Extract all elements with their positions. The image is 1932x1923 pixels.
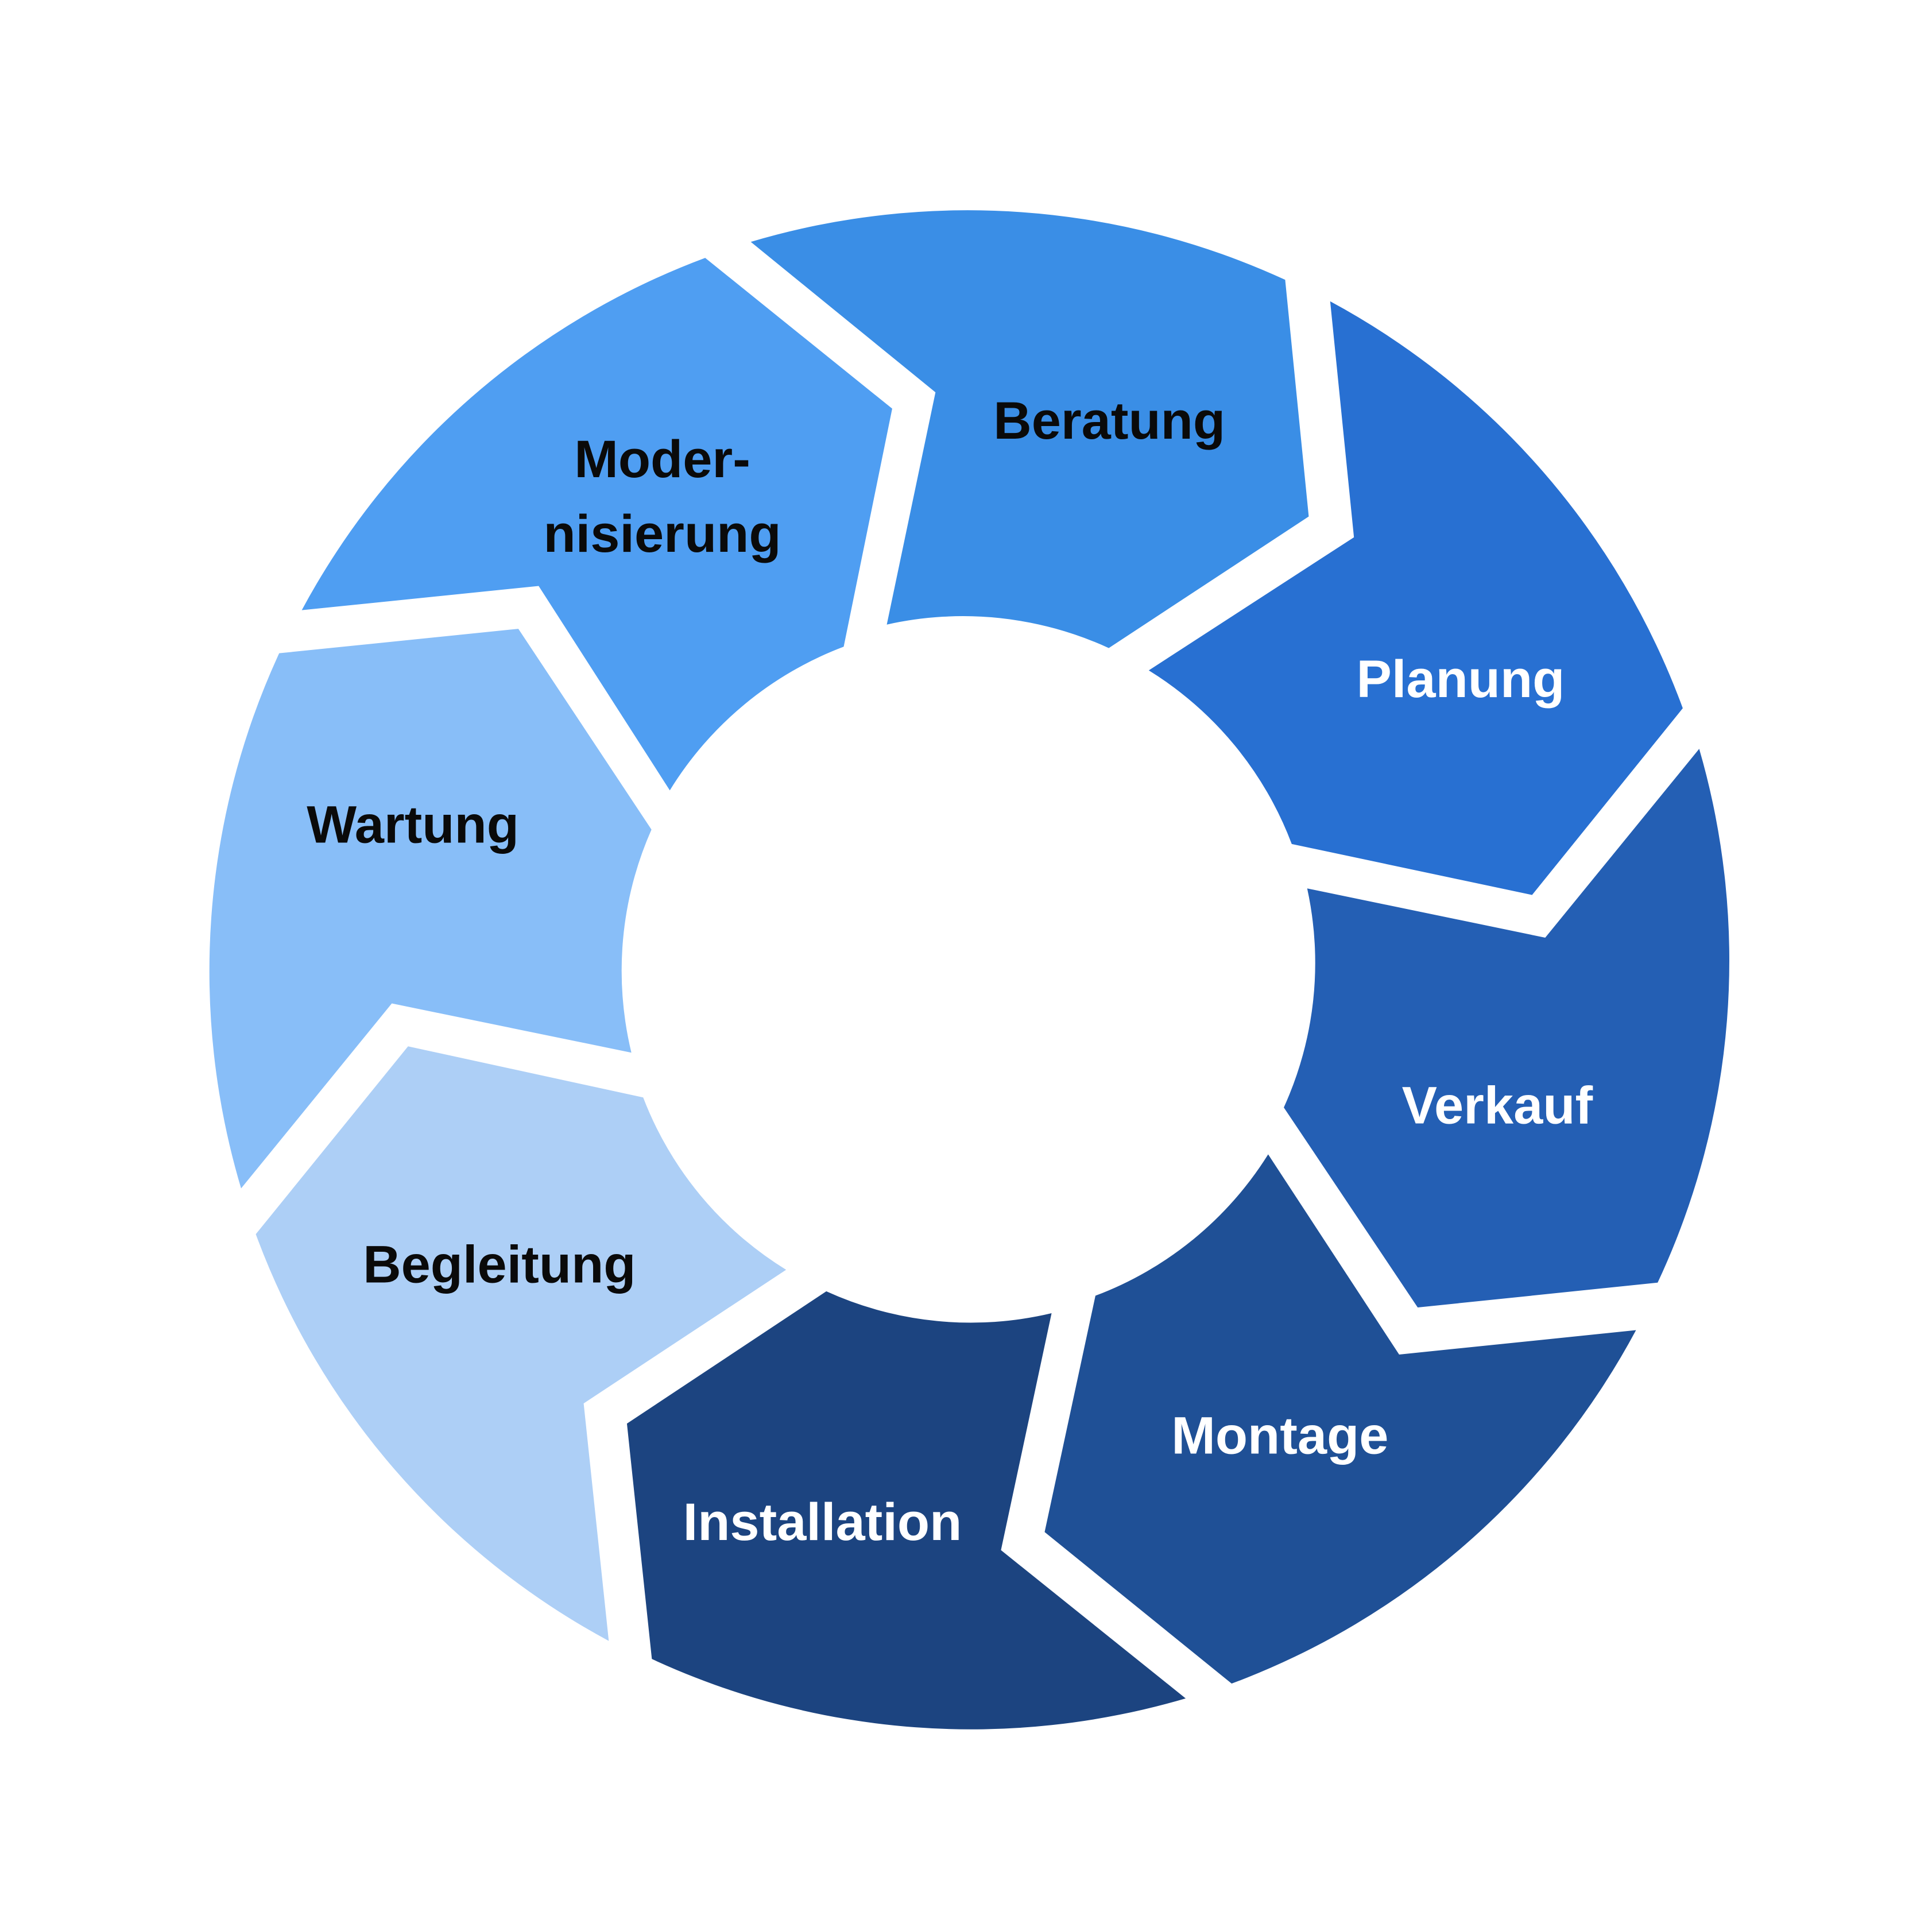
- segment-planung: [1148, 301, 1683, 895]
- label-begleitung-line-1: Begleitung: [363, 1235, 636, 1294]
- label-planung-line-1: Planung: [1356, 650, 1565, 709]
- label-beratung-line-1: Beratung: [993, 392, 1225, 450]
- label-installation: Installation: [683, 1493, 962, 1551]
- label-wartung-line-1: Wartung: [307, 796, 519, 854]
- label-modernisierung: Moder-nisierung: [543, 430, 781, 563]
- segment-installation: [626, 1291, 1186, 1729]
- label-planung: Planung: [1356, 650, 1565, 709]
- label-wartung: Wartung: [307, 796, 519, 854]
- label-montage: Montage: [1171, 1407, 1388, 1465]
- segment-verkauf: [1284, 749, 1729, 1307]
- label-verkauf-line-1: Verkauf: [1402, 1076, 1593, 1135]
- segment-montage: [1044, 1154, 1636, 1684]
- label-montage-line-1: Montage: [1171, 1407, 1388, 1465]
- segments-layer: [209, 210, 1729, 1729]
- segment-begleitung: [255, 1046, 787, 1641]
- labels-layer: BeratungPlanungVerkaufMontageInstallatio…: [307, 392, 1593, 1551]
- label-installation-line-1: Installation: [683, 1493, 962, 1551]
- segment-wartung: [209, 629, 652, 1189]
- label-modernisierung-line-2: nisierung: [543, 505, 781, 563]
- label-beratung: Beratung: [993, 392, 1225, 450]
- label-modernisierung-line-1: Moder-: [574, 430, 750, 489]
- label-begleitung: Begleitung: [363, 1235, 636, 1294]
- segment-modernisierung: [301, 258, 892, 791]
- segment-beratung: [750, 210, 1309, 648]
- label-verkauf: Verkauf: [1402, 1076, 1593, 1135]
